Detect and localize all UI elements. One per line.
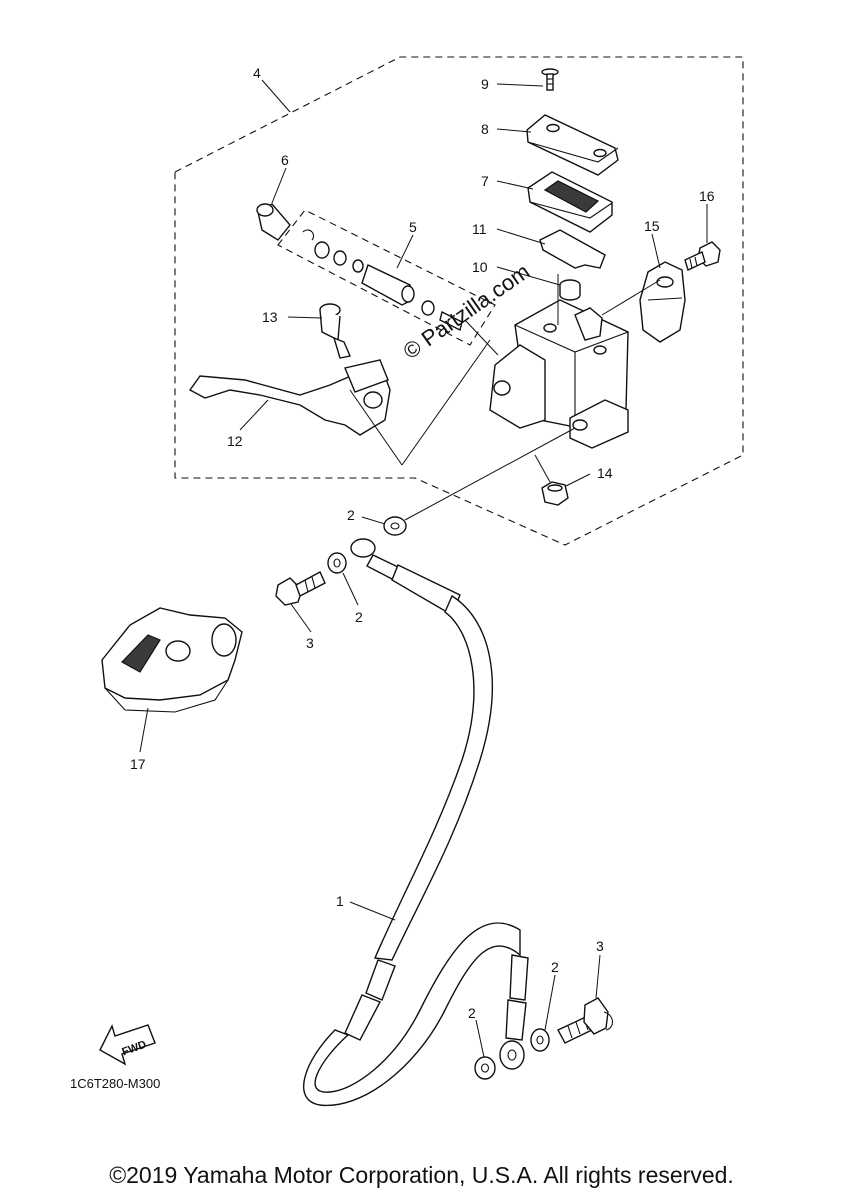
part-17-cover[interactable]	[101, 607, 243, 713]
callout-7: 7	[481, 173, 489, 189]
part-2-washer-upper[interactable]	[383, 516, 407, 536]
part-11-plate[interactable]	[539, 229, 606, 269]
callout-10: 10	[472, 259, 488, 275]
part-15-clamp[interactable]	[639, 261, 686, 343]
part-6-boot[interactable]	[256, 203, 291, 241]
part-2-washer-lower-left[interactable]	[474, 1056, 496, 1080]
callout-1: 1	[336, 893, 344, 909]
copyright-notice: ©2019 Yamaha Motor Corporation, U.S.A. A…	[109, 1162, 734, 1188]
fwd-arrow-icon: FWD	[99, 1024, 156, 1066]
part-3-banjo-bolt-lower[interactable]	[557, 997, 614, 1044]
callout-2-upper: 2	[347, 507, 355, 523]
part-12-lever[interactable]	[188, 359, 391, 436]
part-10-float[interactable]	[559, 279, 581, 301]
callout-14: 14	[597, 465, 613, 481]
callout-9: 9	[481, 76, 489, 92]
master-cylinder-body[interactable]	[489, 299, 629, 449]
part-13-pivot-bolt[interactable]	[319, 303, 351, 359]
piston-kit-boundary	[277, 209, 496, 346]
callout-4: 4	[253, 65, 261, 81]
callout-5: 5	[409, 219, 417, 235]
callout-2-lower-left: 2	[468, 1005, 476, 1021]
part-2-washer-left[interactable]	[327, 552, 347, 574]
part-3-banjo-bolt-upper[interactable]	[275, 571, 326, 606]
callout-6: 6	[281, 152, 289, 168]
watermark: © Partzilla.com	[399, 259, 535, 365]
leader-lines	[139, 79, 708, 1058]
master-cylinder-assembly-boundary	[174, 56, 744, 546]
callout-15: 15	[644, 218, 660, 234]
part-1-brake-hose[interactable]	[302, 538, 529, 1107]
callout-numbers: 4 9 8 7 11 10 6 5 13 15 16 12 14 2 2 3 1…	[130, 65, 715, 1021]
diagram-code: 1C6T280-M300	[70, 1076, 160, 1091]
part-9-screw[interactable]	[541, 68, 559, 91]
part-5-piston-kit[interactable]	[302, 229, 463, 332]
callout-2-lower-right: 2	[551, 959, 559, 975]
part-8-reservoir-cap[interactable]	[526, 114, 619, 176]
callout-17: 17	[130, 756, 146, 772]
part-16-bolt[interactable]	[684, 241, 721, 271]
callout-3-upper: 3	[306, 635, 314, 651]
part-7-diaphragm-holder[interactable]	[527, 171, 613, 233]
callout-11: 11	[472, 221, 487, 237]
callout-12: 12	[227, 433, 243, 449]
part-2-washer-lower-right[interactable]	[530, 1028, 550, 1052]
callout-2-left: 2	[355, 609, 363, 625]
callout-3-lower: 3	[596, 938, 604, 954]
part-14-nut[interactable]	[541, 481, 569, 506]
callout-13: 13	[262, 309, 278, 325]
callout-8: 8	[481, 121, 489, 137]
callout-16: 16	[699, 188, 715, 204]
